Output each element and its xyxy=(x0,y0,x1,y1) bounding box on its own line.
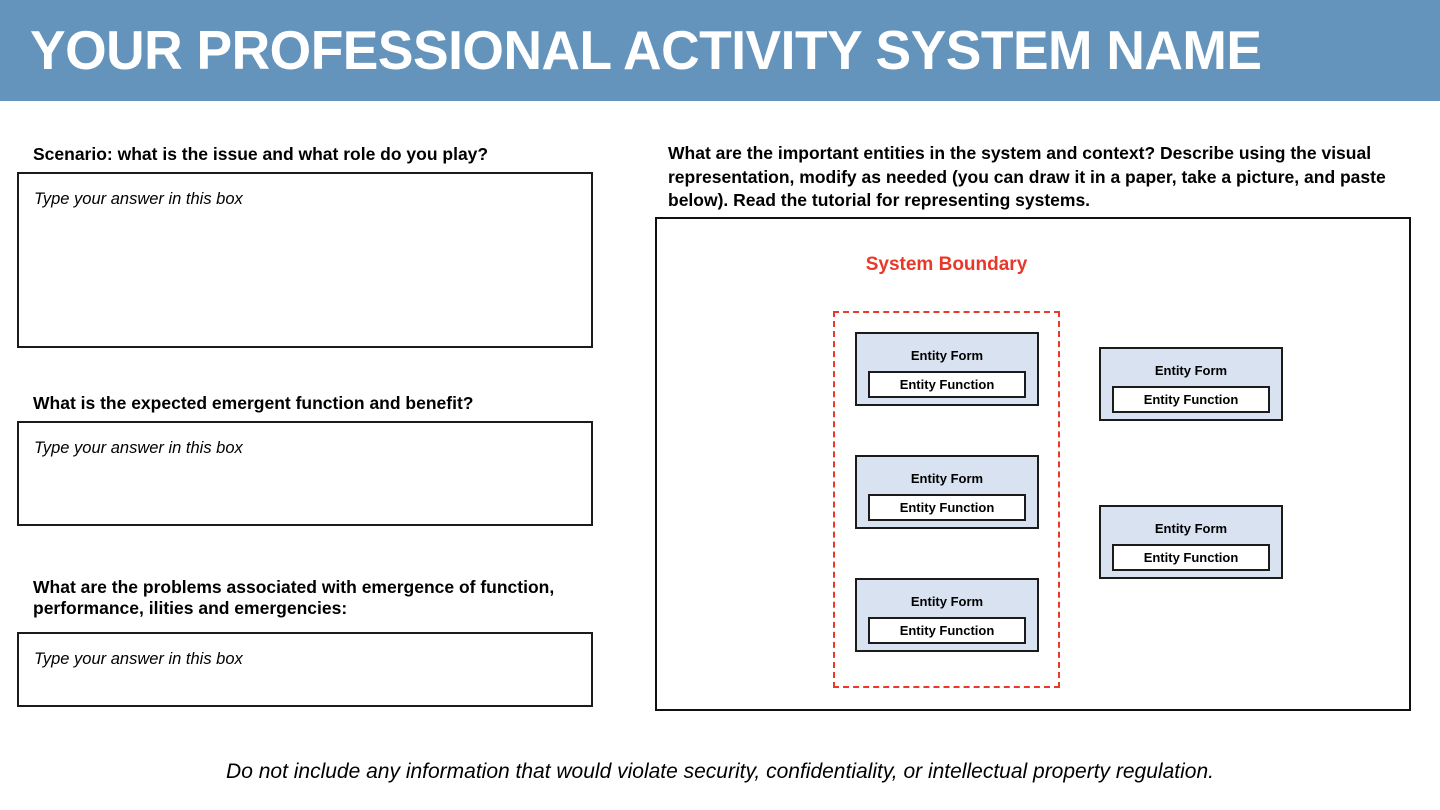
scenario-answer-box[interactable]: Type your answer in this box xyxy=(17,172,593,348)
entities-question-label: What are the important entities in the s… xyxy=(668,143,1386,210)
entity-function-box: Entity Function xyxy=(1112,386,1270,413)
entity-function-box: Entity Function xyxy=(868,617,1026,644)
entity-box-inside-2: Entity Form Entity Function xyxy=(855,455,1039,529)
entity-function-box: Entity Function xyxy=(868,494,1026,521)
entity-form-label: Entity Form xyxy=(910,348,984,363)
entity-box-inside-3: Entity Form Entity Function xyxy=(855,578,1039,652)
emergent-function-answer-placeholder: Type your answer in this box xyxy=(34,439,243,457)
header-banner: YOUR PROFESSIONAL ACTIVITY SYSTEM NAME xyxy=(0,0,1440,101)
entity-function-box: Entity Function xyxy=(868,371,1026,398)
entity-box-context-1: Entity Form Entity Function xyxy=(1099,347,1283,421)
confidentiality-note: Do not include any information that woul… xyxy=(226,760,1214,783)
problems-question-label: What are the problems associated with em… xyxy=(33,577,555,618)
entity-box-inside-1: Entity Form Entity Function xyxy=(855,332,1039,406)
entity-box-context-2: Entity Form Entity Function xyxy=(1099,505,1283,579)
emergent-function-question-label: What is the expected emergent function a… xyxy=(33,393,474,413)
entity-form-label: Entity Form xyxy=(910,471,984,486)
entity-form-label: Entity Form xyxy=(1154,521,1228,536)
system-boundary-label: System Boundary xyxy=(865,254,1028,275)
emergent-function-answer-box[interactable]: Type your answer in this box xyxy=(17,421,593,526)
scenario-answer-placeholder: Type your answer in this box xyxy=(34,190,243,208)
problems-answer-placeholder: Type your answer in this box xyxy=(34,650,243,668)
scenario-question-label: Scenario: what is the issue and what rol… xyxy=(33,144,489,164)
problems-answer-box[interactable]: Type your answer in this box xyxy=(17,632,593,707)
system-boundary-dashed-rect xyxy=(833,311,1060,688)
entity-form-label: Entity Form xyxy=(910,594,984,609)
page-title: YOUR PROFESSIONAL ACTIVITY SYSTEM NAME xyxy=(30,19,1262,81)
entity-form-label: Entity Form xyxy=(1154,363,1228,378)
entity-function-box: Entity Function xyxy=(1112,544,1270,571)
